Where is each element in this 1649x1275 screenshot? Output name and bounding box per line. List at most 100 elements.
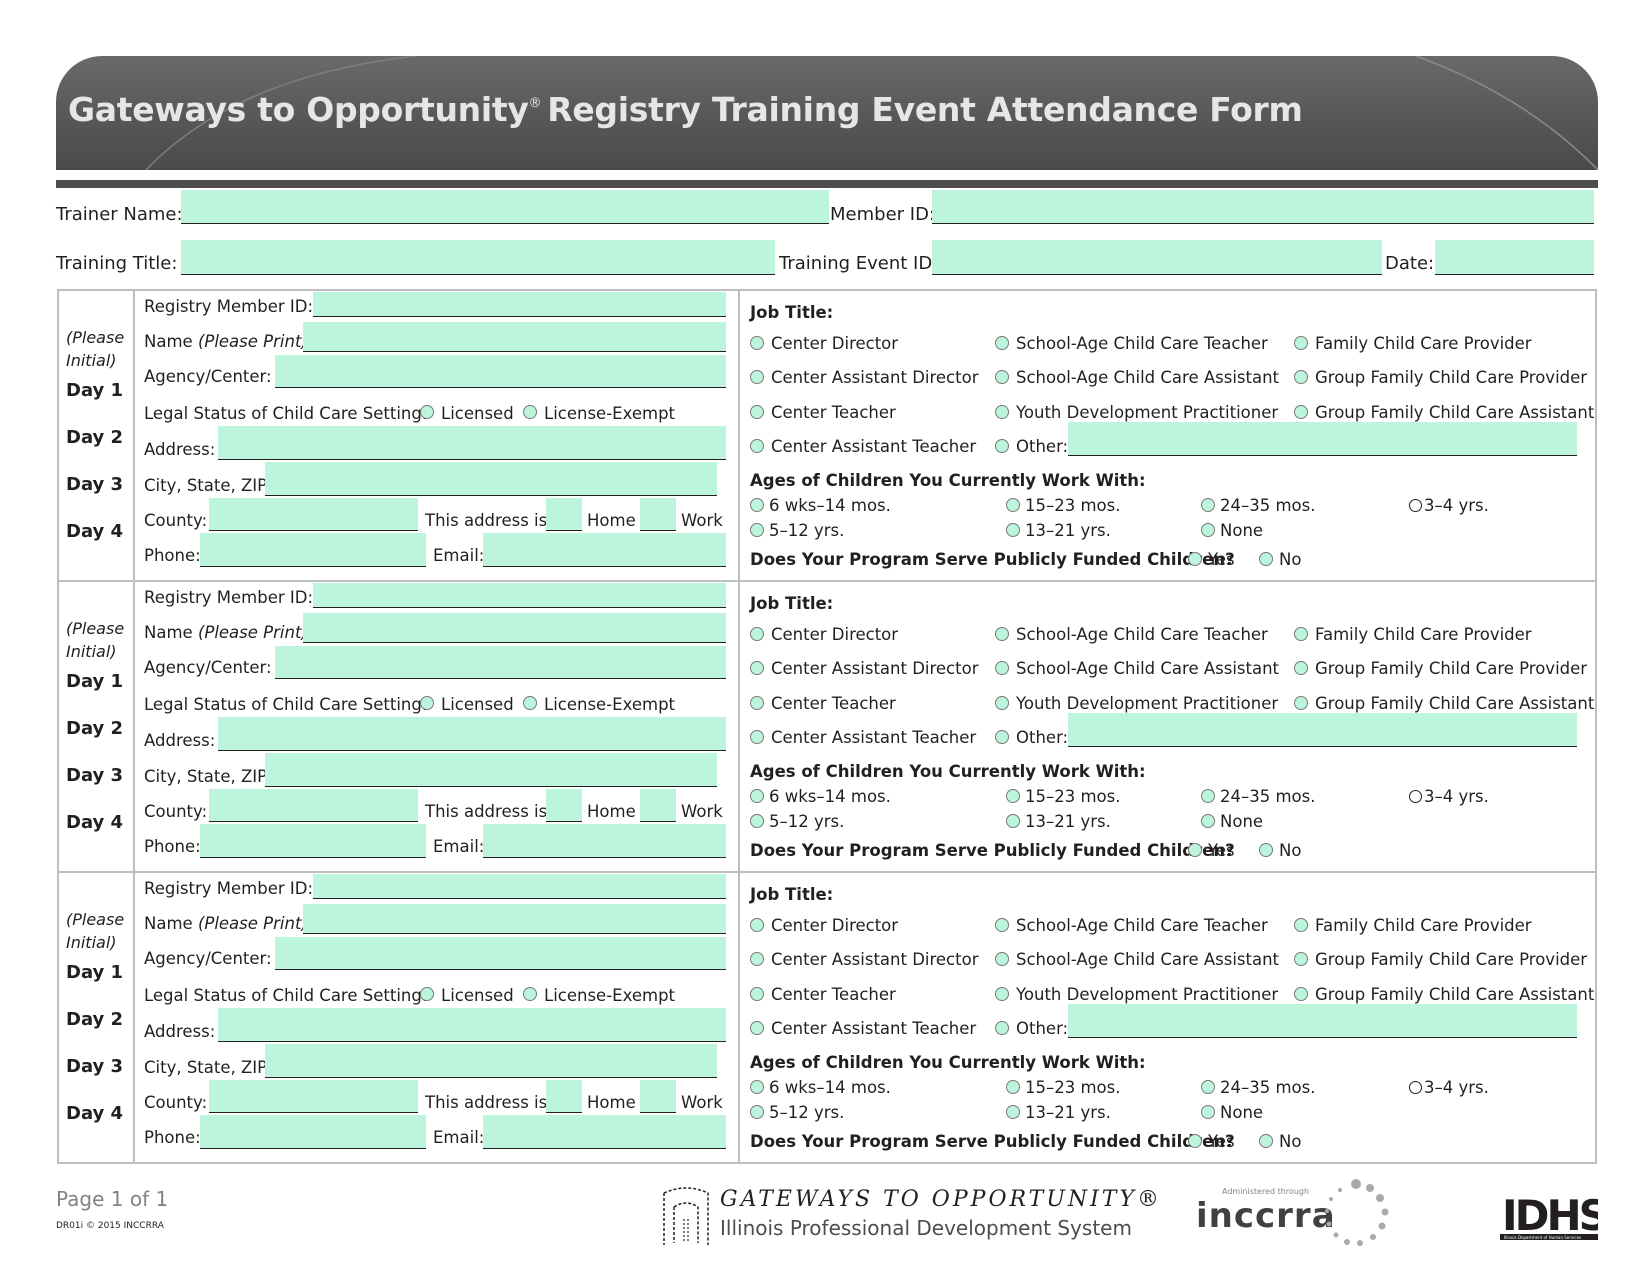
address-work-field[interactable] bbox=[640, 1080, 676, 1113]
job-title-radio[interactable] bbox=[750, 370, 764, 384]
county-field[interactable] bbox=[209, 1080, 418, 1113]
publicly-funded-yes-radio[interactable] bbox=[1188, 843, 1202, 857]
job-title-radio[interactable] bbox=[1294, 336, 1308, 350]
county-field[interactable] bbox=[209, 789, 418, 822]
job-title-radio[interactable] bbox=[995, 730, 1009, 744]
phone-field[interactable] bbox=[200, 824, 426, 858]
publicly-funded-no-radio[interactable] bbox=[1259, 1134, 1273, 1148]
address-field[interactable] bbox=[218, 426, 726, 460]
job-title-radio[interactable] bbox=[995, 696, 1009, 710]
job-title-radio[interactable] bbox=[995, 918, 1009, 932]
job-title-radio[interactable] bbox=[750, 730, 764, 744]
age-radio[interactable] bbox=[1006, 498, 1020, 512]
address-work-field[interactable] bbox=[640, 498, 676, 531]
job-title-radio[interactable] bbox=[750, 439, 764, 453]
age-radio[interactable] bbox=[750, 523, 764, 537]
name-field[interactable] bbox=[303, 322, 726, 352]
publicly-funded-no-radio[interactable] bbox=[1259, 552, 1273, 566]
licensed-radio[interactable] bbox=[420, 405, 434, 419]
age-radio[interactable] bbox=[1201, 498, 1215, 512]
job-title-other-field[interactable] bbox=[1068, 422, 1577, 456]
job-title-radio[interactable] bbox=[995, 952, 1009, 966]
job-title-radio[interactable] bbox=[995, 370, 1009, 384]
email-field[interactable] bbox=[483, 1115, 726, 1149]
age-radio[interactable] bbox=[1006, 789, 1020, 803]
age-radio[interactable] bbox=[1006, 1105, 1020, 1119]
license-exempt-radio[interactable] bbox=[523, 987, 537, 1001]
job-title-radio[interactable] bbox=[750, 987, 764, 1001]
age-radio[interactable] bbox=[750, 814, 764, 828]
publicly-funded-no-radio[interactable] bbox=[1259, 843, 1273, 857]
job-title-radio[interactable] bbox=[1294, 918, 1308, 932]
city-state-zip-field[interactable] bbox=[265, 462, 717, 496]
city-state-zip-field[interactable] bbox=[265, 1044, 717, 1078]
age-radio[interactable] bbox=[1201, 789, 1215, 803]
age-radio[interactable] bbox=[750, 1105, 764, 1119]
address-home-field[interactable] bbox=[546, 1080, 582, 1113]
age-radio[interactable] bbox=[1201, 1105, 1215, 1119]
phone-field[interactable] bbox=[200, 533, 426, 567]
age-radio[interactable] bbox=[1201, 1080, 1215, 1094]
age-radio[interactable] bbox=[1201, 814, 1215, 828]
license-exempt-radio[interactable] bbox=[523, 696, 537, 710]
job-title-radio[interactable] bbox=[750, 661, 764, 675]
address-home-field[interactable] bbox=[546, 498, 582, 531]
job-title-radio[interactable] bbox=[995, 405, 1009, 419]
job-title-radio[interactable] bbox=[1294, 661, 1308, 675]
age-radio-outline[interactable] bbox=[1409, 1081, 1422, 1094]
registry-member-id-field[interactable] bbox=[313, 583, 726, 608]
registry-member-id-field[interactable] bbox=[313, 874, 726, 899]
job-title-radio[interactable] bbox=[995, 336, 1009, 350]
agency-center-field[interactable] bbox=[275, 646, 726, 679]
address-home-field[interactable] bbox=[546, 789, 582, 822]
agency-center-field[interactable] bbox=[275, 355, 726, 388]
training-event-id-field[interactable] bbox=[932, 240, 1382, 275]
registry-member-id-field[interactable] bbox=[313, 292, 726, 317]
licensed-radio[interactable] bbox=[420, 696, 434, 710]
publicly-funded-yes-radio[interactable] bbox=[1188, 1134, 1202, 1148]
job-title-radio[interactable] bbox=[1294, 370, 1308, 384]
job-title-radio[interactable] bbox=[750, 918, 764, 932]
age-option[interactable]: 3–4 yrs. bbox=[1409, 787, 1489, 807]
job-title-other-field[interactable] bbox=[1068, 713, 1577, 747]
job-title-radio[interactable] bbox=[750, 1021, 764, 1035]
age-radio[interactable] bbox=[1006, 1080, 1020, 1094]
job-title-radio[interactable] bbox=[995, 987, 1009, 1001]
trainer-name-field[interactable] bbox=[181, 190, 829, 224]
address-work-field[interactable] bbox=[640, 789, 676, 822]
job-title-radio[interactable] bbox=[1294, 696, 1308, 710]
address-field[interactable] bbox=[218, 717, 726, 751]
age-radio[interactable] bbox=[1006, 523, 1020, 537]
email-field[interactable] bbox=[483, 533, 726, 567]
job-title-radio[interactable] bbox=[995, 661, 1009, 675]
job-title-radio[interactable] bbox=[995, 1021, 1009, 1035]
age-radio[interactable] bbox=[1006, 814, 1020, 828]
job-title-radio[interactable] bbox=[750, 405, 764, 419]
licensed-radio[interactable] bbox=[420, 987, 434, 1001]
job-title-radio[interactable] bbox=[995, 439, 1009, 453]
job-title-radio[interactable] bbox=[1294, 987, 1308, 1001]
job-title-radio[interactable] bbox=[1294, 627, 1308, 641]
age-radio-outline[interactable] bbox=[1409, 499, 1422, 512]
job-title-radio[interactable] bbox=[995, 627, 1009, 641]
age-radio[interactable] bbox=[1201, 523, 1215, 537]
publicly-funded-yes-radio[interactable] bbox=[1188, 552, 1202, 566]
city-state-zip-field[interactable] bbox=[265, 753, 717, 787]
job-title-radio[interactable] bbox=[1294, 405, 1308, 419]
phone-field[interactable] bbox=[200, 1115, 426, 1149]
age-option[interactable]: 3–4 yrs. bbox=[1409, 1078, 1489, 1098]
county-field[interactable] bbox=[209, 498, 418, 531]
job-title-radio[interactable] bbox=[750, 336, 764, 350]
agency-center-field[interactable] bbox=[275, 937, 726, 970]
age-option[interactable]: 3–4 yrs. bbox=[1409, 496, 1489, 516]
age-radio-outline[interactable] bbox=[1409, 790, 1422, 803]
address-field[interactable] bbox=[218, 1008, 726, 1042]
job-title-other-field[interactable] bbox=[1068, 1004, 1577, 1038]
license-exempt-radio[interactable] bbox=[523, 405, 537, 419]
name-field[interactable] bbox=[303, 613, 726, 643]
job-title-radio[interactable] bbox=[750, 696, 764, 710]
age-radio[interactable] bbox=[750, 1080, 764, 1094]
job-title-radio[interactable] bbox=[750, 627, 764, 641]
job-title-radio[interactable] bbox=[1294, 952, 1308, 966]
age-radio[interactable] bbox=[750, 789, 764, 803]
